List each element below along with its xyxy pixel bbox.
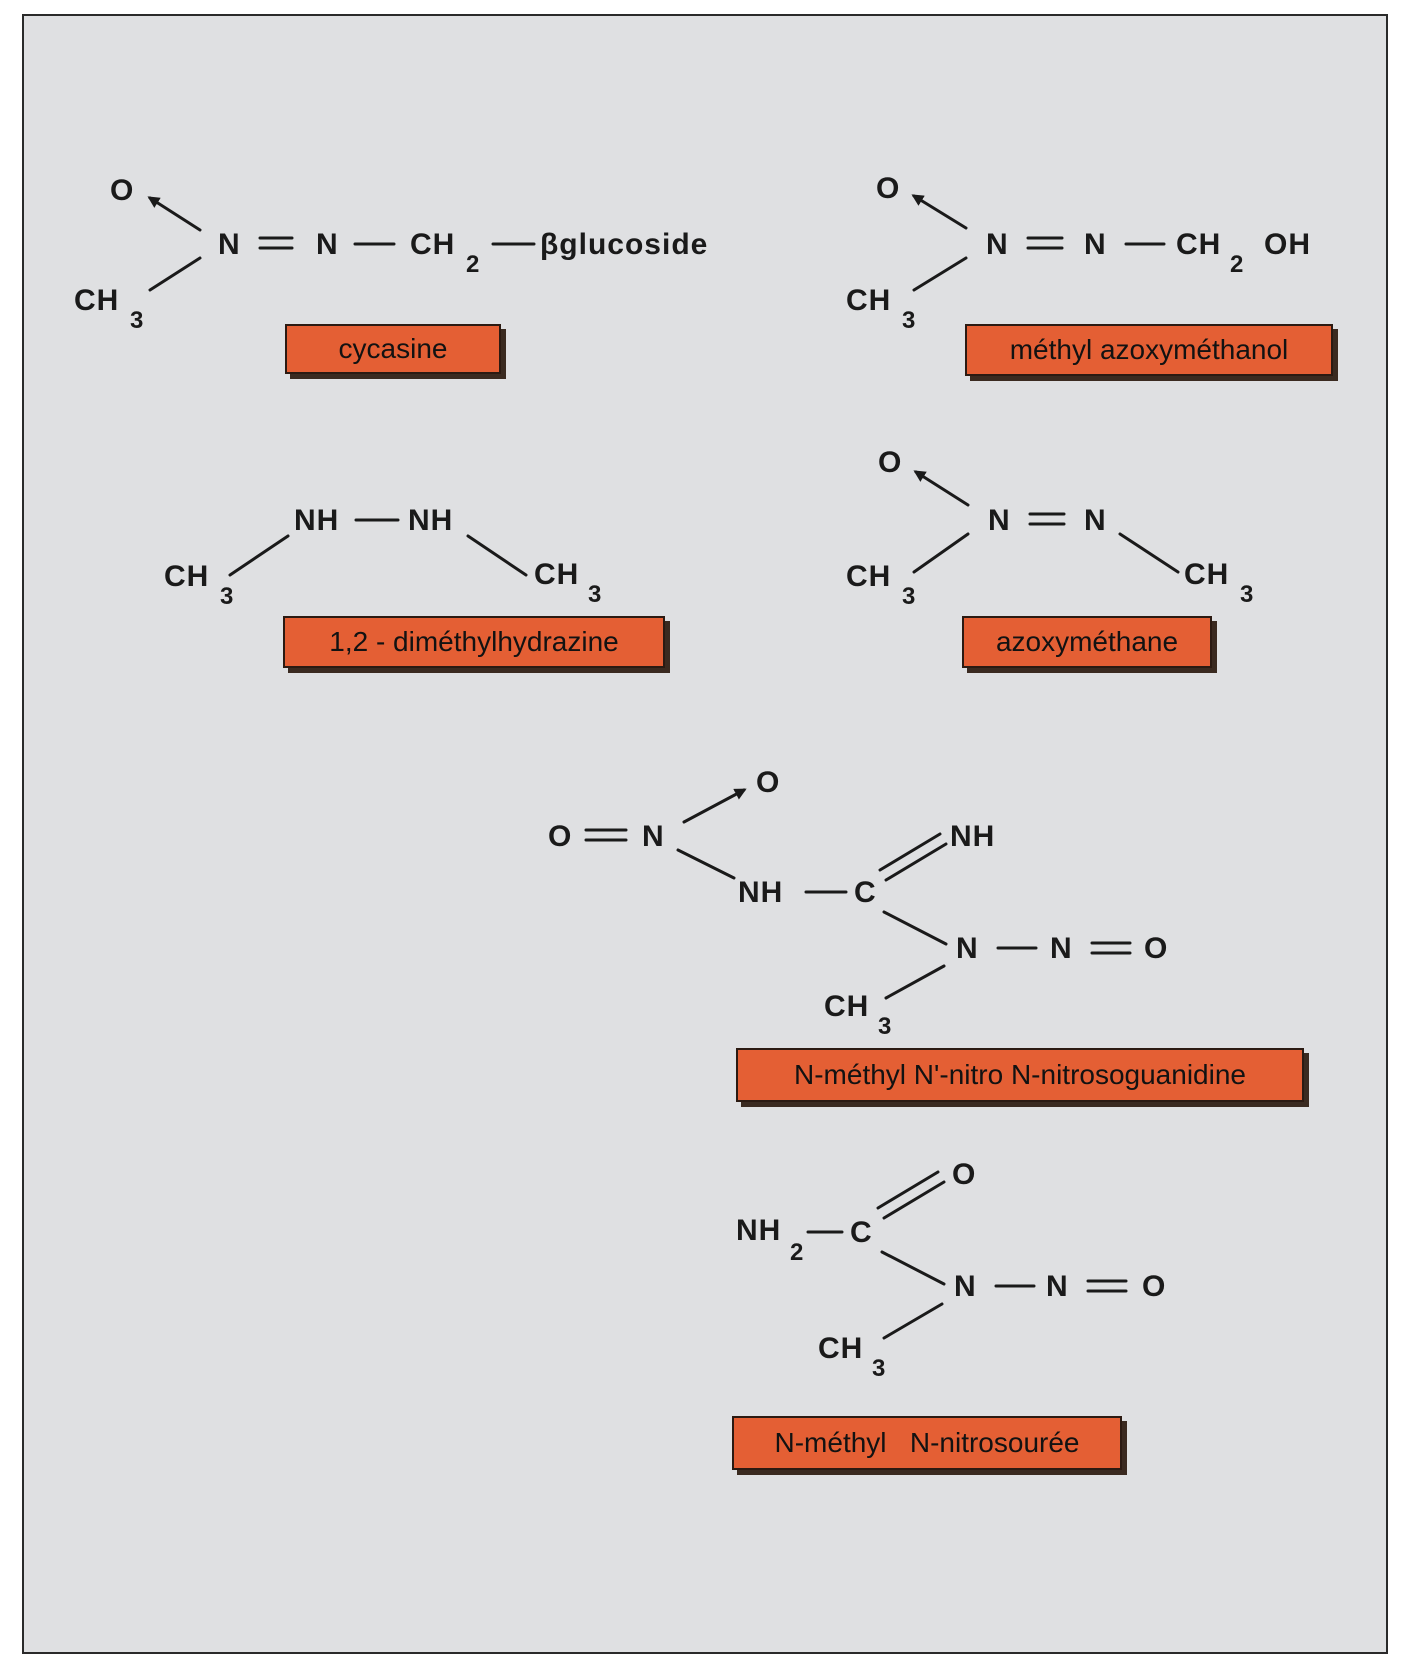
label-methyl-azoxymethanol: méthyl azoxyméthanol [965, 324, 1333, 376]
dative-bond [147, 196, 202, 232]
double-bond [882, 1180, 946, 1220]
atom-nh: NH [294, 504, 339, 537]
atom-nh2: NH [736, 1214, 781, 1247]
atom-ch3: CH [164, 560, 209, 593]
azoxymethane-structure: O N N CH 3 CH 3 [846, 446, 1253, 610]
atom-n: N [642, 820, 665, 853]
single-bond [676, 848, 736, 880]
double-bond [878, 832, 942, 872]
subscript: 2 [1230, 251, 1243, 278]
single-bond [1118, 532, 1180, 574]
atom-ch3: CH [534, 558, 579, 591]
single-bond [148, 256, 202, 292]
atom-n: N [988, 504, 1011, 537]
atom-nh: NH [950, 820, 995, 853]
atom-n: N [956, 932, 979, 965]
single-bond [884, 964, 946, 1000]
single-bond [882, 1302, 944, 1340]
atom-ch3: CH [1184, 558, 1229, 591]
atom-n: N [1050, 932, 1073, 965]
atom-ch3: CH [846, 284, 891, 317]
atom-nh: NH [408, 504, 453, 537]
mnng-structure: O N O NH C NH N N O CH 3 [548, 766, 1168, 1040]
double-bond [884, 842, 948, 882]
atom-o: O [548, 820, 572, 853]
subscript: 3 [1240, 581, 1253, 608]
subscript: 3 [902, 583, 915, 610]
dative-bond [911, 194, 968, 230]
atom-n: N [1084, 228, 1107, 261]
label-mnng: N-méthyl N'-nitro N-nitrosoguanidine [736, 1048, 1304, 1102]
atom-n: N [1046, 1270, 1069, 1303]
atom-c: C [850, 1216, 873, 1249]
label-cycasine: cycasine [285, 324, 501, 374]
atom-nh: NH [738, 876, 783, 909]
single-bond [882, 910, 948, 946]
atom-n: N [986, 228, 1009, 261]
single-bond [880, 1250, 946, 1286]
subscript: 3 [878, 1013, 891, 1040]
mnu-structure: NH 2 C O N N O CH 3 [736, 1158, 1166, 1382]
subscript: 3 [220, 583, 233, 610]
label-dimethylhydrazine: 1,2 - diméthylhydrazine [283, 616, 665, 668]
single-bond [228, 534, 290, 577]
atom-ch3: CH [818, 1332, 863, 1365]
atom-ch: CH [410, 228, 455, 261]
methyl-azoxymethanol-structure: O N N CH 2 OH CH 3 [846, 172, 1311, 334]
atom-o: O [876, 172, 900, 205]
double-bond [876, 1170, 940, 1210]
subscript: 3 [588, 581, 601, 608]
atom-o: O [878, 446, 902, 479]
atom-n: N [1084, 504, 1107, 537]
atom-n: N [218, 228, 241, 261]
atom-ch3: CH [824, 990, 869, 1023]
dative-bond [913, 470, 970, 507]
atom-ch3: CH [846, 560, 891, 593]
subscript: 3 [872, 1355, 885, 1382]
single-bond [912, 532, 970, 574]
atom-o: O [1144, 932, 1168, 965]
atom-o: O [1142, 1270, 1166, 1303]
atom-ch: CH [1176, 228, 1221, 261]
atom-n: N [954, 1270, 977, 1303]
subscript: 2 [790, 1239, 803, 1266]
cycasine-structure: O N N CH 2 βglucoside CH 3 [74, 174, 708, 334]
atom-o: O [110, 174, 134, 207]
figure-panel [22, 14, 1388, 1654]
atom-c: C [854, 876, 877, 909]
label-mnu: N-méthyl N-nitrosourée [732, 1416, 1122, 1470]
subscript: 2 [466, 251, 479, 278]
subscript: 3 [130, 307, 143, 334]
atom-o: O [952, 1158, 976, 1191]
dimethylhydrazine-structure: NH NH CH 3 CH 3 [164, 504, 601, 610]
label-azoxymethane: azoxyméthane [962, 616, 1212, 668]
single-bond [466, 534, 528, 577]
atom-ch3: CH [74, 284, 119, 317]
single-bond [912, 256, 968, 292]
atom-n: N [316, 228, 339, 261]
dative-bond [682, 788, 747, 824]
atom-glucoside: βglucoside [540, 228, 708, 261]
atom-o: O [756, 766, 780, 799]
atom-oh: OH [1264, 228, 1311, 261]
subscript: 3 [902, 307, 915, 334]
